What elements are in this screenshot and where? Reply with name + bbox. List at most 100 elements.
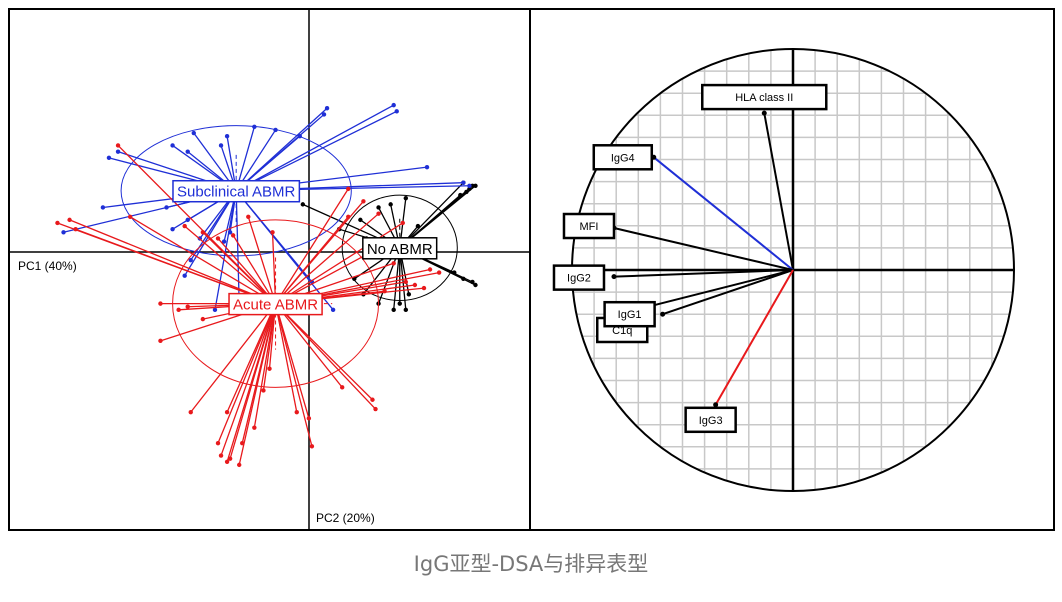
- no-abmr-point: [358, 217, 363, 223]
- acute-abmr-label: Acute ABMR: [228, 292, 323, 316]
- subclinical-abmr-point: [61, 230, 66, 235]
- no-abmr-point: [406, 292, 412, 297]
- subclinical-abmr-spoke: [214, 190, 237, 310]
- acute-abmr-point: [370, 397, 375, 402]
- variable-vector-tip: [660, 311, 666, 317]
- no-abmr-point: [452, 270, 457, 275]
- variable-vector-tip: [761, 110, 767, 116]
- subclinical-abmr-point: [170, 226, 175, 232]
- acute-abmr-point: [427, 267, 433, 272]
- pc2-axis-label: PC2 (20%): [316, 511, 375, 525]
- variable-vector-tip: [611, 274, 617, 280]
- subclinical-abmr-point: [212, 307, 218, 313]
- acute-abmr-point: [215, 440, 221, 446]
- variable-label-text: C1q: [612, 325, 632, 337]
- subclinical-abmr-point: [221, 239, 227, 244]
- acute-abmr-point: [400, 220, 405, 226]
- variable-vector: [714, 269, 794, 406]
- variable-mfi: MFI: [562, 212, 794, 271]
- variable-label-text: MFI: [580, 221, 599, 233]
- subclinical-abmr-point: [188, 257, 193, 263]
- acute-abmr-spoke: [75, 228, 276, 305]
- acute-abmr-point: [339, 385, 345, 390]
- acute-abmr-spoke: [274, 303, 310, 419]
- acute-abmr-spoke: [217, 238, 277, 305]
- subclinical-abmr-ellipse: [120, 125, 352, 257]
- acute-abmr-spoke: [275, 213, 379, 305]
- no-abmr-spoke: [399, 182, 464, 249]
- acute-abmr-point: [240, 440, 245, 446]
- acute-abmr-point: [200, 316, 206, 322]
- variable-igg1: IgG1: [603, 269, 794, 328]
- acute-abmr-spoke: [202, 231, 277, 305]
- no-abmr-point: [391, 307, 396, 313]
- acute-abmr-point: [182, 223, 187, 229]
- subclinical-abmr-point: [252, 124, 257, 130]
- acute-abmr-point: [373, 406, 378, 412]
- acute-abmr-point: [230, 233, 236, 238]
- acute-abmr-point: [403, 279, 409, 285]
- acute-abmr-point: [346, 186, 351, 192]
- acute-abmr-spoke: [247, 216, 277, 304]
- acute-abmr-point: [158, 338, 163, 344]
- acute-abmr-spoke: [275, 216, 349, 305]
- no-abmr-point: [388, 202, 393, 207]
- subclinical-abmr-point: [115, 149, 121, 154]
- acute-abmr-point: [73, 226, 78, 232]
- acute-abmr-spoke: [184, 225, 276, 305]
- acute-abmr-point: [391, 261, 396, 266]
- variable-igg2: IgG2: [552, 264, 794, 291]
- acute-abmr-spoke: [217, 303, 277, 444]
- variable-label-text: IgG3: [699, 415, 723, 427]
- variable-igg4: IgG4: [592, 144, 794, 271]
- subclinical-abmr-point: [164, 205, 169, 210]
- acute-abmr-spoke: [274, 303, 298, 413]
- subclinical-abmr-point: [100, 205, 106, 210]
- subclinical-abmr-point: [182, 273, 187, 278]
- acute-abmr-spoke: [275, 303, 376, 410]
- acute-abmr-point: [127, 214, 133, 219]
- acute-abmr-spoke: [275, 222, 404, 305]
- acute-abmr-point: [55, 220, 60, 226]
- acute-abmr-point: [67, 217, 72, 223]
- variable-label-text: IgG2: [567, 273, 591, 285]
- subclinical-abmr-point: [424, 164, 430, 170]
- subclinical-abmr-point: [297, 133, 302, 139]
- subclinical-abmr-point: [324, 106, 330, 111]
- no-abmr-label: No ABMR: [362, 237, 438, 260]
- acute-abmr-point: [185, 304, 190, 309]
- subclinical-abmr-point: [467, 183, 472, 188]
- variable-vector: [653, 156, 794, 271]
- subclinical-abmr-point: [106, 155, 112, 161]
- subclinical-abmr-point: [330, 307, 336, 313]
- acute-abmr-point: [412, 282, 418, 288]
- subclinical-abmr-point: [224, 133, 230, 139]
- no-abmr-label-text: No ABMR: [367, 241, 433, 258]
- no-abmr-point: [300, 202, 306, 207]
- no-abmr-point: [415, 223, 421, 229]
- variable-vector-tip: [713, 402, 719, 408]
- acute-abmr-point: [306, 416, 312, 421]
- subclinical-abmr-spoke: [235, 190, 240, 304]
- group-labels-layer: No ABMR Subclinical ABMR Acute ABMR: [172, 179, 438, 316]
- acute-abmr-point: [224, 459, 230, 464]
- subclinical-abmr-label-text: Subclinical ABMR: [177, 184, 296, 201]
- acute-abmr-point: [267, 366, 272, 371]
- subclinical-abmr-point: [391, 102, 396, 108]
- variable-vector: [662, 269, 794, 316]
- no-abmr-point: [376, 205, 381, 210]
- subclinical-abmr-spoke: [235, 104, 395, 192]
- subclinical-abmr-point: [394, 109, 399, 114]
- subclinical-abmr-point: [321, 112, 327, 117]
- acute-abmr-point: [270, 230, 275, 235]
- no-abmr-point: [473, 282, 478, 288]
- acute-abmr-point: [376, 211, 381, 216]
- acute-abmr-spoke: [275, 303, 373, 401]
- acute-abmr-spoke: [232, 235, 277, 304]
- acute-abmr-point: [215, 236, 221, 241]
- no-abmr-point: [403, 195, 409, 201]
- acute-abmr-spoke: [253, 303, 277, 428]
- variable-vector: [763, 112, 794, 271]
